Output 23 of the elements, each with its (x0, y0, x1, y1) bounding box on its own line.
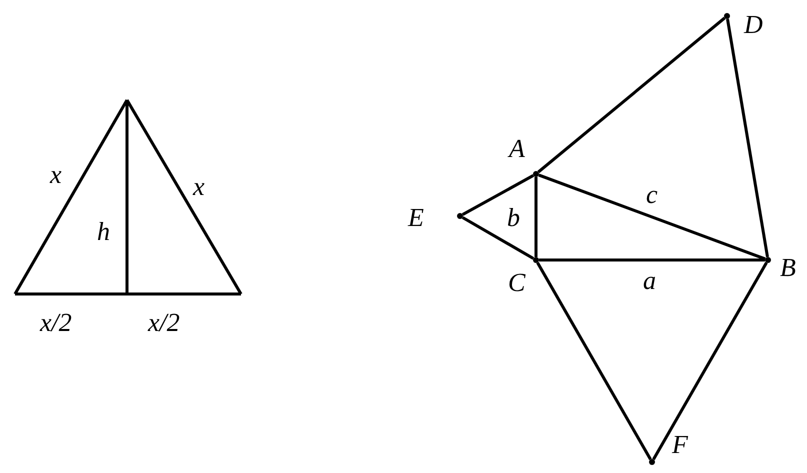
vertex-label: B (780, 255, 796, 281)
line-segment (726, 18, 769, 258)
line-segment (652, 262, 768, 460)
side-label: a (643, 268, 656, 294)
line-segment (538, 174, 766, 260)
line-segment (462, 174, 534, 216)
side-label: x (50, 162, 62, 188)
vertex-label: D (744, 12, 763, 38)
line-segment (462, 216, 534, 260)
vertex-label: C (508, 270, 526, 296)
side-label: c (646, 182, 658, 208)
line-segment (534, 177, 538, 257)
vertex-label: A (509, 136, 525, 162)
line-segment (539, 258, 765, 262)
side-label: x/2 (148, 310, 180, 336)
side-label: x/2 (40, 310, 72, 336)
vertex-label: E (408, 205, 424, 231)
vertex-label: F (672, 432, 688, 458)
line-segment (536, 262, 652, 460)
side-label: x (193, 174, 205, 200)
side-label: b (507, 205, 520, 231)
height-label: h (97, 219, 110, 245)
line-segment (537, 16, 726, 174)
